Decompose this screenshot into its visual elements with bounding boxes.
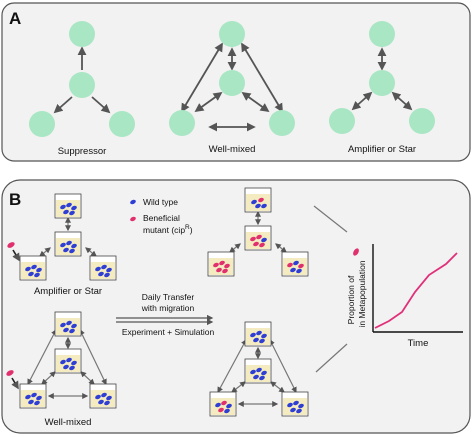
node	[69, 21, 95, 47]
amplifier-graph: Amplifier or Star	[329, 21, 435, 155]
flask	[54, 311, 82, 337]
well-mixed-graph: Well-mixed	[169, 21, 295, 155]
flask	[89, 255, 117, 281]
flask	[244, 225, 272, 251]
flask	[209, 391, 237, 417]
node	[29, 111, 55, 137]
inoculum-mutant	[7, 242, 15, 248]
flask	[244, 321, 272, 347]
connector-line	[315, 343, 348, 373]
flask	[54, 231, 82, 257]
left-well-mixed-network: Well-mixed	[6, 311, 117, 428]
flask	[281, 251, 309, 277]
well-mixed-label: Well-mixed	[209, 144, 256, 155]
node	[329, 108, 355, 134]
node	[109, 111, 135, 137]
connector-line	[313, 205, 348, 233]
right-amplifier-network	[207, 187, 309, 277]
flask	[54, 193, 82, 219]
flask	[244, 187, 272, 213]
flask	[19, 383, 47, 409]
proportion-curve	[374, 252, 458, 329]
flask	[281, 391, 309, 417]
transfer-arrows: Daily Transfer with migration Experiment…	[116, 292, 214, 337]
suppressor-graph: Suppressor	[29, 21, 135, 157]
amplifier-label: Amplifier or Star	[348, 144, 416, 155]
flask	[54, 348, 82, 374]
right-well-mixed-network	[209, 321, 309, 417]
daily-transfer-line2: with migration	[141, 303, 195, 313]
left-well-mixed-label: Well-mixed	[45, 417, 92, 428]
panel-b-frame	[1, 179, 471, 434]
node	[219, 70, 245, 96]
node	[69, 72, 95, 98]
daily-transfer-line1: Daily Transfer	[142, 292, 195, 302]
node	[169, 110, 195, 136]
flask	[89, 383, 117, 409]
suppressor-label: Suppressor	[58, 146, 107, 157]
node	[269, 110, 295, 136]
left-amplifier-label: Amplifier or Star	[34, 286, 102, 297]
node	[369, 70, 395, 96]
legend-wild-type: Wild type	[143, 197, 178, 207]
flask	[207, 251, 235, 277]
legend-beneficial-line1: Beneficial	[143, 213, 180, 223]
proportion-graph: Proportion of in Metapopulation Time	[346, 244, 463, 349]
node	[369, 21, 395, 47]
panel-a-letter: A	[9, 9, 21, 28]
inoculum-mutant	[6, 370, 14, 376]
ylabel-mutant-icon	[353, 248, 359, 256]
flask	[19, 255, 47, 281]
legend-beneficial-line2: mutant (cipR)	[143, 224, 193, 235]
node	[219, 21, 245, 47]
flask	[244, 358, 272, 384]
panel-b-letter: B	[9, 190, 21, 209]
experiment-simulation-label: Experiment + Simulation	[122, 327, 215, 337]
left-amplifier-network: Amplifier or Star	[7, 193, 117, 297]
legend: Wild type Beneficial mutant (cipR)	[130, 197, 193, 235]
graph-ylabel-line1: Proportion of	[346, 275, 356, 324]
wild-type-legend-cell	[130, 199, 136, 205]
mutant-legend-cell	[130, 216, 136, 222]
node	[409, 108, 435, 134]
graph-xlabel: Time	[408, 338, 429, 349]
graph-ylabel-line2: in Metapopulation	[357, 260, 367, 327]
